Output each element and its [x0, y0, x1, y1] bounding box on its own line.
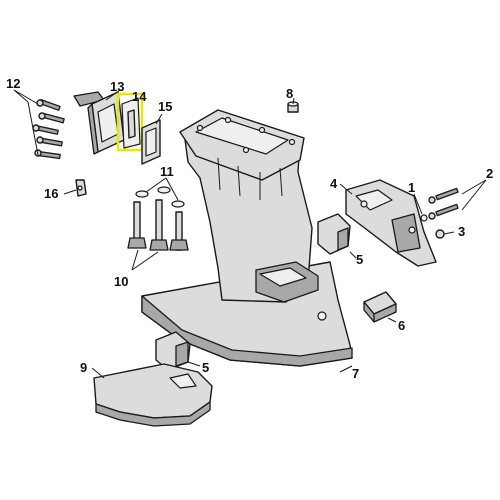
rubber-block-5-upper[interactable] [317, 213, 351, 255]
gasket-14[interactable] [116, 92, 144, 152]
callout-11: 11 [160, 164, 174, 179]
leader-5b [187, 361, 201, 367]
leader-4 [339, 183, 353, 195]
callout-12: 12 [6, 76, 20, 91]
callout-10: 10 [114, 274, 128, 289]
seal-15[interactable] [141, 119, 161, 165]
leader-11a [145, 177, 167, 193]
callout-15: 15 [158, 99, 172, 114]
cover-plate-13[interactable] [73, 91, 125, 155]
callout-1: 1 [408, 180, 415, 195]
callout-8: 8 [286, 86, 293, 101]
leader-2a [461, 179, 487, 195]
clip-16[interactable] [75, 179, 87, 197]
leader-5a [349, 251, 357, 259]
washer-set-11[interactable] [135, 186, 185, 208]
highlight-box [116, 92, 144, 152]
leader-12a [13, 89, 39, 156]
callout-16: 16 [44, 186, 58, 201]
leader-6 [387, 317, 397, 323]
callout-13: 13 [110, 79, 124, 94]
callout-5-upper: 5 [356, 252, 363, 267]
leader-10b [131, 251, 159, 271]
bolt-set-2[interactable] [428, 187, 459, 220]
bracket-4[interactable] [345, 179, 437, 267]
bolt-set-12[interactable] [32, 99, 65, 160]
drive-shaft-housing[interactable] [141, 109, 353, 367]
callout-9: 9 [80, 360, 87, 375]
leader-2b [461, 179, 487, 211]
leader-10a [131, 249, 139, 271]
leader-15 [155, 113, 163, 125]
leader-9 [91, 367, 105, 379]
leader-3 [443, 231, 455, 235]
callout-7: 7 [352, 366, 359, 381]
fairing-9[interactable] [93, 363, 213, 427]
callout-3: 3 [458, 224, 465, 239]
long-bolt-set-10[interactable] [127, 199, 189, 251]
leader-7 [339, 365, 353, 373]
leader-11b [165, 177, 179, 201]
leader-13 [105, 89, 121, 101]
leader-8 [292, 97, 295, 105]
callout-14: 14 [132, 89, 147, 104]
callout-6: 6 [398, 318, 405, 333]
washer-1[interactable] [420, 214, 428, 222]
nut-3[interactable] [435, 229, 445, 239]
leader-12b [13, 89, 39, 105]
callout-2: 2 [486, 166, 493, 181]
leader-16 [63, 189, 77, 195]
callout-5-lower: 5 [202, 360, 209, 375]
callout-4: 4 [330, 176, 338, 191]
pad-6[interactable] [363, 291, 397, 323]
leader-1 [413, 193, 423, 215]
